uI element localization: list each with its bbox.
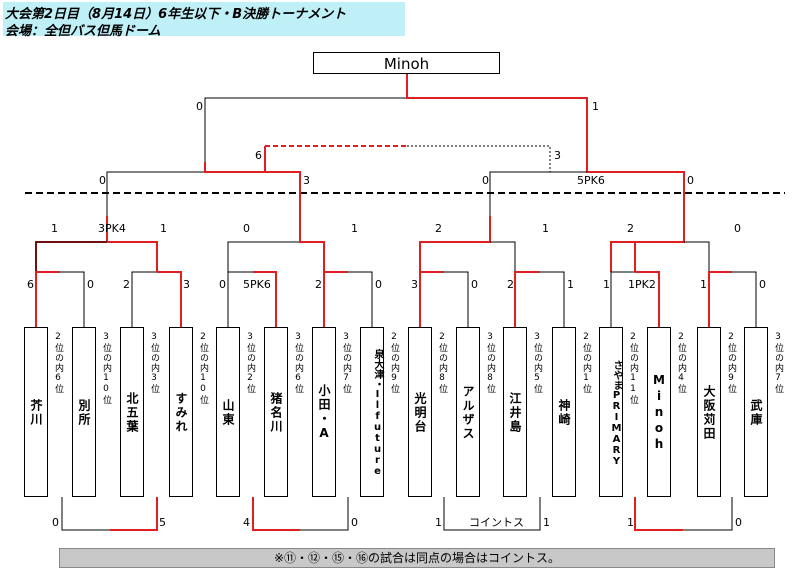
score-label: 0 [196,100,203,113]
rank-label: 2位の内1位 [581,332,591,394]
rank-label: 3位の内5位 [532,332,542,394]
score-label: 0 [482,174,489,187]
coin-toss-note: ※⑪・⑫・⑮・⑯の試合は同点の場合はコイントス。 [59,548,775,568]
score-label: 2 [627,222,634,235]
score-label: 3 [303,174,310,187]
score-label: 6 [27,278,34,291]
score-label: 4 [243,516,250,529]
team-box: すみれ [169,327,193,497]
rank-label: 2位の内6位 [53,332,63,394]
tournament-title: 大会第2日目（8月14日）6年生以下・B決勝トーナメント [5,7,347,22]
score-label: 2 [315,278,322,291]
score-label: 0 [99,174,106,187]
rank-label: 2位の内11位 [628,332,638,405]
score-label: 0 [52,516,59,529]
score-label: 2 [507,278,514,291]
score-label: 1 [603,278,610,291]
team-box: 別所 [72,327,96,497]
score-label: 5PK6 [577,174,605,187]
score-label: 0 [219,278,226,291]
rank-label: 2位の内9位 [726,332,736,394]
venue-label: 会場：全但バス但馬ドーム [5,24,161,39]
score-label: 3PK4 [98,222,126,235]
team-box: 芥川 [24,327,48,497]
score-label: 1 [627,516,634,529]
score-label: 0 [243,222,250,235]
team-box: 光明台 [408,327,432,497]
score-label: 1 [160,222,167,235]
team-box: さやまPRIMARY [599,327,623,497]
rank-label: 3位の内7位 [341,332,351,394]
score-label: 1 [435,516,442,529]
score-label: 5 [159,516,166,529]
score-label: 6 [255,149,262,162]
score-label: 0 [87,278,94,291]
score-label: 3 [554,149,561,162]
score-label: 1 [592,100,599,113]
team-box: 山東 [216,327,240,497]
team-box: 北五葉 [120,327,144,497]
score-label: 3 [411,278,418,291]
rank-label: 2位の内9位 [389,332,399,394]
rank-label: 2位の内10位 [198,332,208,405]
team-box: 江井島 [503,327,527,497]
score-label: 1 [542,222,549,235]
team-box: 武庫 [744,327,768,497]
coin-toss-label: コイントス [469,516,524,529]
rank-label: 3位の内2位 [245,332,255,394]
score-label: 0 [687,174,694,187]
team-box: 猪名川 [264,327,288,497]
score-label: 0 [471,278,478,291]
score-label: 1PK2 [628,278,656,291]
score-label: 1 [700,278,707,291]
score-label: 0 [759,278,766,291]
score-label: 3 [183,278,190,291]
rank-label: 3位の内10位 [101,332,111,405]
team-box: 神崎 [552,327,576,497]
score-label: 1 [543,516,550,529]
score-label: 5PK6 [243,278,271,291]
score-label: 1 [351,222,358,235]
score-label: 0 [351,516,358,529]
champion-box: Minoh [313,52,500,74]
rank-label: 3位の内6位 [293,332,303,394]
score-label: 1 [51,222,58,235]
score-label: 0 [735,516,742,529]
rank-label: 3位の内8位 [485,332,495,394]
rank-label: 3位の内7位 [773,332,783,394]
score-label: 0 [375,278,382,291]
score-label: 0 [734,222,741,235]
rank-label: 2位の内4位 [676,332,686,394]
team-box: 小田・A [312,327,336,497]
team-box: 大阪苅田 [697,327,721,497]
team-box: アルザス [456,327,480,497]
score-label: 2 [123,278,130,291]
tournament-header: 大会第2日目（8月14日）6年生以下・B決勝トーナメント 会場：全但バス但馬ドー… [3,2,405,39]
score-label: 1 [567,278,574,291]
score-label: 2 [435,222,442,235]
team-box: 泉大津・Ilfuture [360,327,384,497]
team-box: Minoh [647,327,671,497]
rank-label: 2位の内8位 [437,332,447,394]
rank-label: 3位の内3位 [149,332,159,394]
